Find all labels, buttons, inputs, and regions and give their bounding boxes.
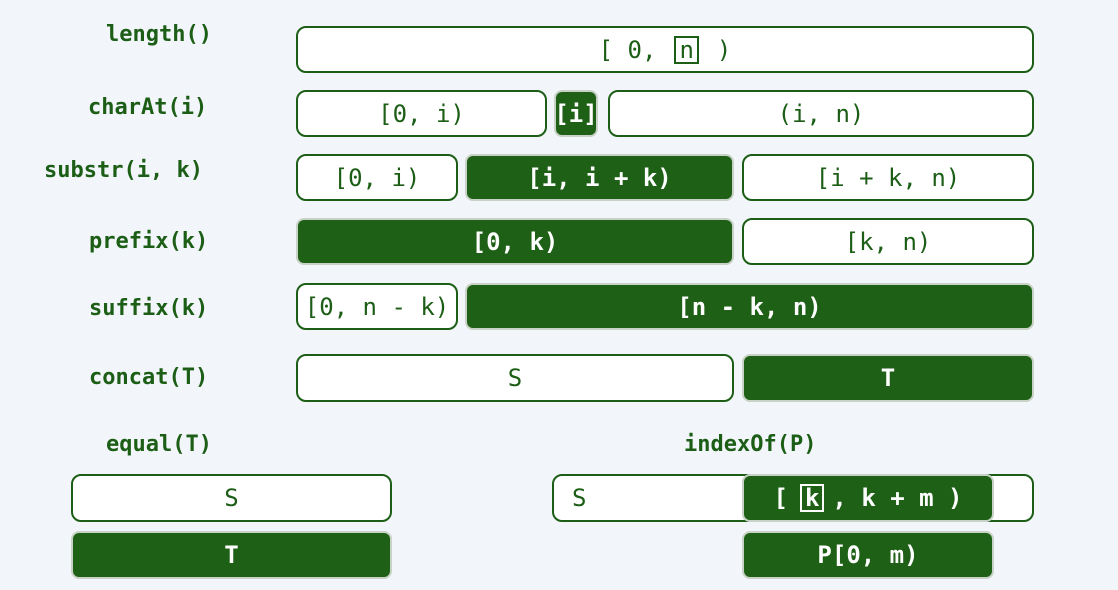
indexof-match-open: [ <box>773 484 788 512</box>
indexof-k-box: k <box>799 484 825 512</box>
charat-right-box: (i, n) <box>608 90 1034 137</box>
substr-label: substr(i, k) <box>44 158 203 183</box>
charat-label: charAt(i) <box>88 95 208 120</box>
equal-s-box: S <box>71 474 392 522</box>
indexof-label: indexOf(P) <box>684 432 817 457</box>
suffix-left-box: [0, n - k) <box>296 283 458 330</box>
length-n-box: n <box>674 35 699 64</box>
prefix-left-box: [0, k) <box>296 218 734 265</box>
equal-t-box: T <box>71 531 392 579</box>
suffix-label: suffix(k) <box>89 296 209 321</box>
length-open: [ 0, <box>598 35 657 64</box>
length-label: length() <box>106 22 212 47</box>
equal-label: equal(T) <box>106 432 212 457</box>
concat-label: concat(T) <box>89 365 209 390</box>
prefix-right-box: [k, n) <box>742 218 1034 265</box>
prefix-label: prefix(k) <box>89 229 209 254</box>
suffix-right-box: [n - k, n) <box>465 283 1034 330</box>
substr-left-box: [0, i) <box>296 154 458 201</box>
length-range-box: [ 0, n ) <box>296 26 1034 73</box>
concat-t-box: T <box>742 354 1034 402</box>
indexof-match-rest: , k + m ) <box>832 484 963 512</box>
indexof-s-text: S <box>572 484 587 512</box>
charat-left-box: [0, i) <box>296 90 547 137</box>
length-close: ) <box>716 35 732 64</box>
concat-s-box: S <box>296 354 734 402</box>
substr-mid-box: [i, i + k) <box>465 154 734 201</box>
substr-right-box: [i + k, n) <box>742 154 1034 201</box>
indexof-pattern-box: P[0, m) <box>742 531 994 579</box>
indexof-match-box: [ k , k + m ) <box>742 474 994 522</box>
charat-mid-box: [i] <box>554 90 598 137</box>
